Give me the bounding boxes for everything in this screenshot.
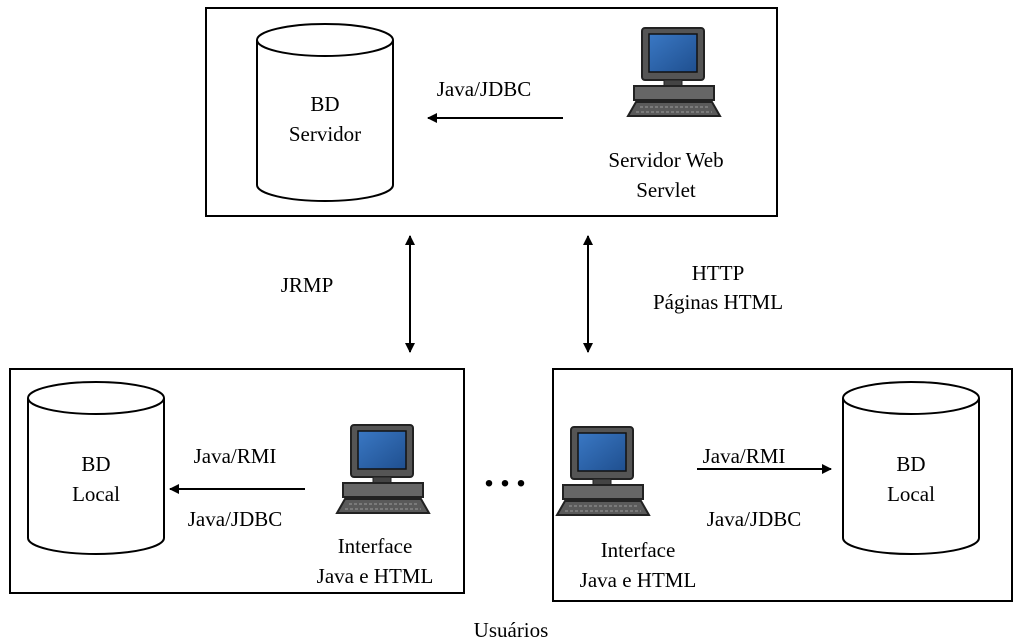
- client-right-db-label-line2: Local: [887, 482, 935, 506]
- client-right-computer-label-line2: Java e HTML: [580, 568, 697, 592]
- more-clients-ellipsis: ...: [484, 450, 532, 495]
- http-label-line1: HTTP: [692, 261, 745, 285]
- client-left-database-icon: [27, 381, 165, 555]
- jrmp-label: JRMP: [281, 273, 334, 297]
- server-db-label-line2: Servidor: [289, 122, 361, 146]
- server-database-icon: [256, 23, 394, 202]
- client-right-box: Interface Java e HTML Java/RMI Java/JDBC…: [552, 368, 1013, 602]
- server-box: BD Servidor Java/JDBC Servidor Web Servl…: [205, 7, 778, 217]
- client-right-link-label-bottom: Java/JDBC: [707, 507, 802, 531]
- client-left-computer-label-line2: Java e HTML: [317, 564, 434, 588]
- http-label-line2: Páginas HTML: [653, 290, 783, 314]
- client-left-computer-icon: [336, 424, 430, 514]
- client-right-db-label-line1: BD: [896, 452, 925, 476]
- server-computer-icon: [627, 27, 721, 117]
- client-left-db-label-line1: BD: [81, 452, 110, 476]
- client-left-link-label-bottom: Java/JDBC: [188, 507, 283, 531]
- server-link-label: Java/JDBC: [437, 77, 532, 101]
- client-left-db-label-line2: Local: [72, 482, 120, 506]
- client-right-database-icon: [842, 381, 980, 555]
- client-left-link-label-top: Java/RMI: [194, 444, 277, 468]
- server-computer-label-line2: Servlet: [636, 178, 696, 202]
- client-right-computer-icon: [556, 426, 650, 516]
- server-computer-label-line1: Servidor Web: [608, 148, 723, 172]
- client-left-box: BD Local Java/RMI Java/JDBC Interface Ja…: [9, 368, 465, 594]
- server-db-label-line1: BD: [310, 92, 339, 116]
- client-right-link-label-top: Java/RMI: [703, 444, 786, 468]
- client-left-computer-label-line1: Interface: [338, 534, 413, 558]
- users-label: Usuários: [474, 618, 549, 642]
- client-right-computer-label-line1: Interface: [601, 538, 676, 562]
